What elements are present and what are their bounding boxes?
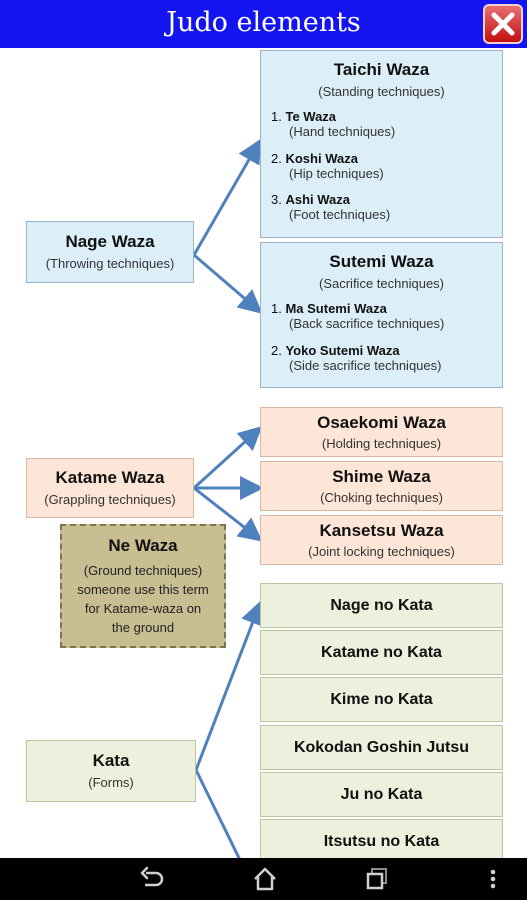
kokodan-goshin-jutsu-box[interactable]: Kokodan Goshin Jutsu <box>260 725 503 770</box>
ju-no-kata-box[interactable]: Ju no Kata <box>260 772 503 817</box>
kansetsu-waza-title: Kansetsu Waza <box>319 521 444 540</box>
kata-title: Kata <box>92 751 130 770</box>
window-title: Judo elements <box>166 7 361 38</box>
android-nav-bar <box>0 858 527 900</box>
list-item: 2. Koshi Waza (Hip techniques) <box>271 151 384 181</box>
sutemi-waza-title: Sutemi Waza <box>329 252 434 271</box>
ne-waza-box[interactable]: Ne Waza (Ground techniques) someone use … <box>60 524 226 648</box>
list-item: 3. Ashi Waza (Foot techniques) <box>271 192 391 222</box>
list-item: 1. Ma Sutemi Waza (Back sacrifice techni… <box>271 301 445 331</box>
arrow-nage-taichi <box>192 138 261 256</box>
back-button[interactable] <box>137 864 167 894</box>
recent-apps-button[interactable] <box>362 864 392 894</box>
taichi-waza-subtitle: (Standing techniques) <box>318 84 445 99</box>
nage-waza-box[interactable]: Nage Waza (Throwing techniques) <box>26 221 194 283</box>
recent-apps-icon <box>366 868 387 890</box>
shime-waza-box[interactable]: Shime Waza (Choking techniques) <box>260 461 503 511</box>
kansetsu-waza-subtitle: (Joint locking techniques) <box>308 544 455 559</box>
ne-waza-description: (Ground techniques) someone use this ter… <box>77 563 209 635</box>
shime-waza-subtitle: (Choking techniques) <box>320 490 443 505</box>
sutemi-waza-box[interactable]: Sutemi Waza (Sacrifice techniques) 1. Ma… <box>260 242 503 388</box>
home-button[interactable] <box>250 864 280 894</box>
sutemi-waza-subtitle: (Sacrifice techniques) <box>319 276 444 291</box>
osaekomi-waza-box[interactable]: Osaekomi Waza (Holding techniques) <box>260 407 503 457</box>
home-icon <box>254 867 276 891</box>
nage-waza-title: Nage Waza <box>65 232 155 251</box>
katame-no-kata-box[interactable]: Katame no Kata <box>260 630 503 675</box>
connector-arrows <box>192 138 264 858</box>
arrow-kata-down <box>194 769 241 858</box>
list-item: 1. Te Waza (Hand techniques) <box>271 109 396 139</box>
arrow-katame-osaekomi <box>192 425 263 490</box>
close-icon <box>491 12 515 36</box>
kata-box[interactable]: Kata (Forms) <box>26 740 196 802</box>
nage-waza-subtitle: (Throwing techniques) <box>45 256 175 271</box>
kansetsu-waza-box[interactable]: Kansetsu Waza (Joint locking techniques) <box>260 515 503 565</box>
osaekomi-waza-title: Osaekomi Waza <box>317 413 446 432</box>
diagram-area[interactable]: Nage Waza (Throwing techniques) Taichi W… <box>0 48 527 858</box>
title-bar: Judo elements <box>0 0 527 48</box>
katame-waza-subtitle: (Grappling techniques) <box>44 492 176 507</box>
back-icon <box>140 866 164 887</box>
itsutsu-no-kata-box[interactable]: Itsutsu no Kata <box>260 819 503 858</box>
osaekomi-waza-subtitle: (Holding techniques) <box>321 436 442 451</box>
arrow-nage-sutemi <box>193 253 263 314</box>
arrow-katame-kansetsu <box>193 486 263 542</box>
nage-no-kata-box[interactable]: Nage no Kata <box>260 583 503 628</box>
kime-no-kata-box[interactable]: Kime no Kata <box>260 677 503 722</box>
close-button[interactable] <box>483 4 523 44</box>
ne-waza-title: Ne Waza <box>108 536 178 555</box>
katame-waza-title: Katame Waza <box>55 468 165 487</box>
taichi-waza-box[interactable]: Taichi Waza (Standing techniques) 1. Te … <box>260 50 503 238</box>
arrow-kata-nage-no-kata <box>194 600 264 771</box>
shime-waza-title: Shime Waza <box>332 467 431 486</box>
taichi-waza-title: Taichi Waza <box>333 60 430 79</box>
kata-subtitle: (Forms) <box>88 775 134 790</box>
menu-icon <box>490 869 496 889</box>
katame-waza-box[interactable]: Katame Waza (Grappling techniques) <box>26 458 194 518</box>
menu-button[interactable] <box>478 864 508 894</box>
list-item: 2. Yoko Sutemi Waza (Side sacrifice tech… <box>271 343 442 373</box>
